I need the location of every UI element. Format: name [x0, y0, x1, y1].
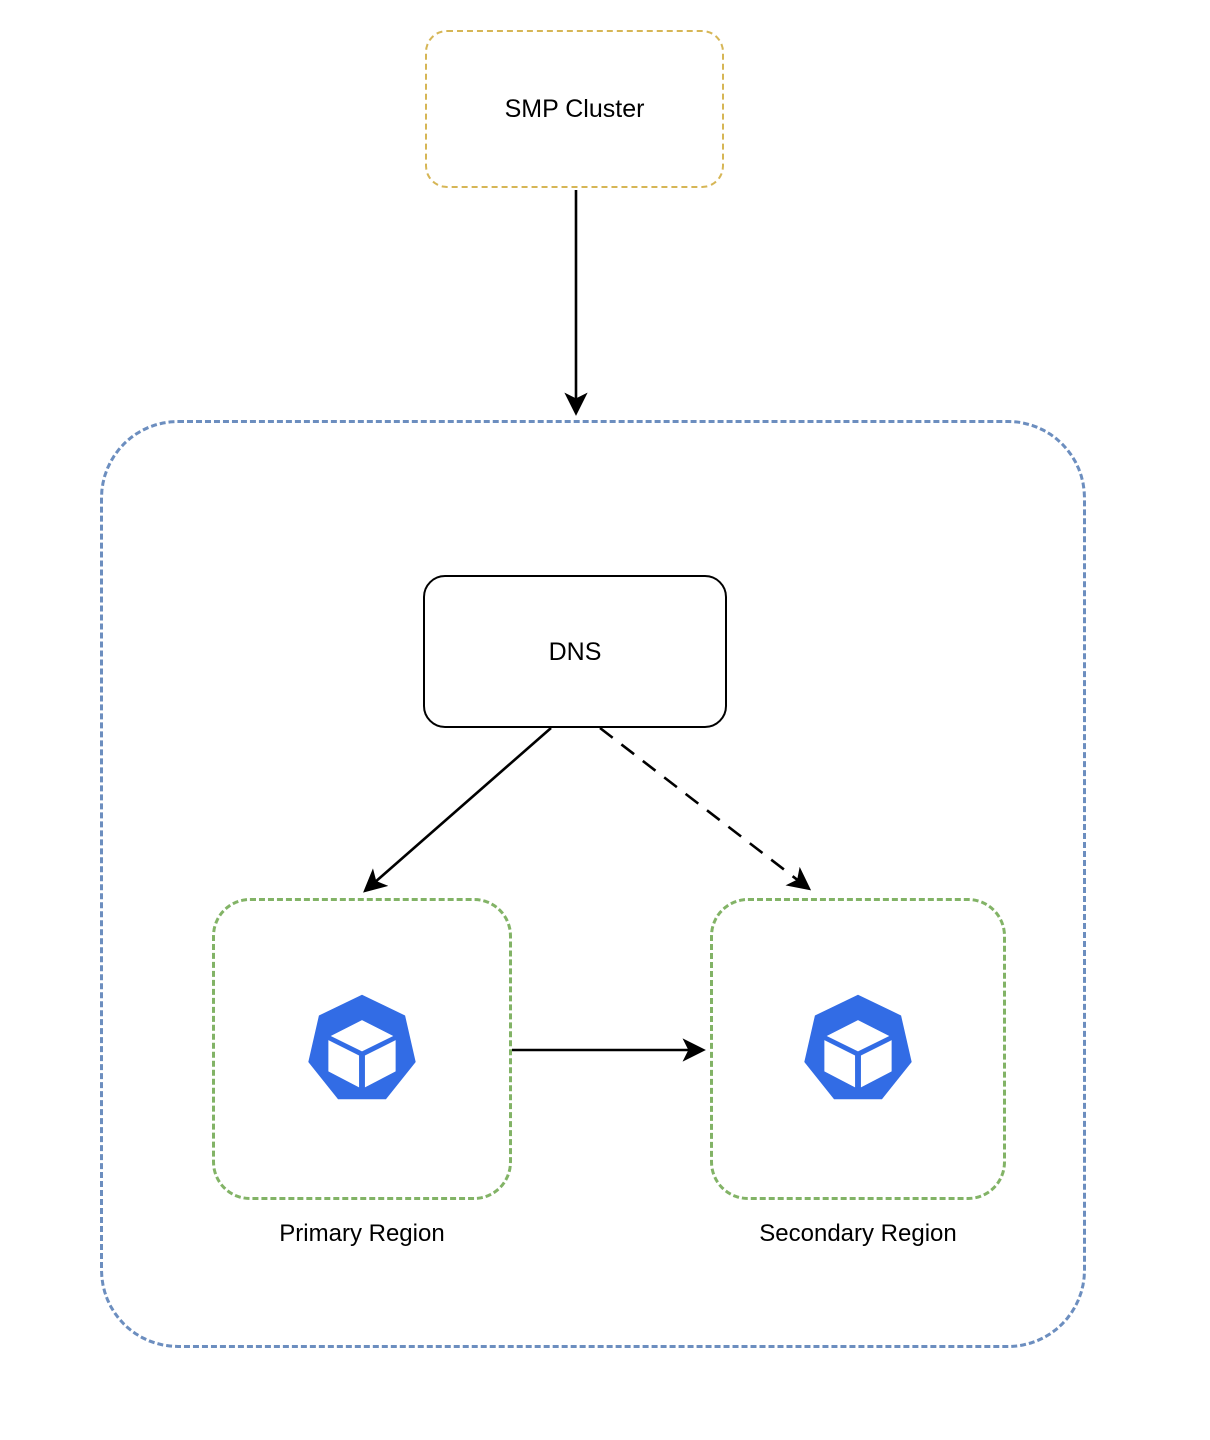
- edge-dns-to-primary: [363, 727, 552, 893]
- edge-dns-to-secondary: [599, 726, 812, 891]
- kubernetes-icon: [308, 994, 416, 1100]
- smp-cluster-node[interactable]: [425, 30, 724, 188]
- kubernetes-icon: [804, 994, 912, 1100]
- secondary-region-caption: Secondary Region: [759, 1220, 957, 1247]
- dns-node[interactable]: [423, 575, 727, 728]
- primary-region-caption: Primary Region: [279, 1220, 445, 1247]
- primary-region-container[interactable]: [212, 898, 512, 1200]
- secondary-region-container[interactable]: [710, 898, 1006, 1200]
- platform-boundary-container[interactable]: [100, 420, 1086, 1348]
